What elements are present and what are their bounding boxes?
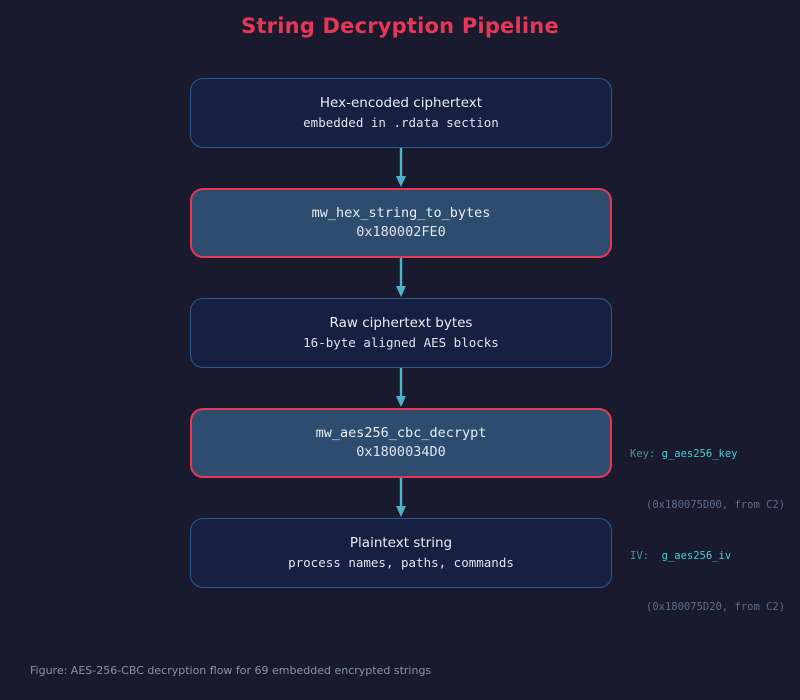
node-primary-label: Raw ciphertext bytes	[329, 315, 473, 331]
node-primary-label: Hex-encoded ciphertext	[319, 95, 483, 111]
annotation-key-label: Key:	[630, 448, 656, 460]
flow-arrow-1	[396, 148, 406, 187]
annotation-iv-row: IV: g_aes256_iv	[630, 548, 785, 565]
flow-arrow-4	[396, 478, 406, 517]
flow-node-hex-encoded-ciphertext: Hex-encoded ciphertext embedded in .rdat…	[190, 78, 612, 148]
page-title: String Decryption Pipeline	[241, 14, 559, 38]
node-primary-label: Plaintext string	[349, 535, 453, 551]
annotation-iv-label: IV:	[630, 550, 649, 562]
figure-caption: Figure: AES-256-CBC decryption flow for …	[30, 664, 432, 677]
flow-arrow-2	[396, 258, 406, 297]
node-secondary-label: 16-byte aligned AES blocks	[303, 335, 499, 350]
annotation-key-value: g_aes256_key	[661, 448, 738, 460]
flow-node-mw-hex-string-to-bytes: mw_hex_string_to_bytes 0x180002FE0	[190, 188, 612, 258]
node-secondary-label: embedded in .rdata section	[303, 115, 499, 130]
key-iv-annotation: Key: g_aes256_key (0x180075D00, from C2)…	[630, 412, 785, 633]
flow-node-raw-ciphertext-bytes: Raw ciphertext bytes 16-byte aligned AES…	[190, 298, 612, 368]
flow-node-plaintext-string: Plaintext string process names, paths, c…	[190, 518, 612, 588]
flow-node-mw-aes256-cbc-decrypt: mw_aes256_cbc_decrypt 0x1800034D0	[190, 408, 612, 478]
node-secondary-label: 0x180002FE0	[356, 224, 446, 240]
annotation-key-address: (0x180075D00, from C2)	[646, 499, 786, 511]
flow-arrow-3	[396, 368, 406, 407]
node-secondary-label: 0x1800034D0	[356, 444, 446, 460]
annotation-iv-address: (0x180075D20, from C2)	[646, 601, 786, 613]
annotation-key-row: Key: g_aes256_key	[630, 446, 785, 463]
node-primary-label: mw_aes256_cbc_decrypt	[315, 425, 487, 441]
annotation-iv-value: g_aes256_iv	[661, 550, 732, 562]
node-primary-label: mw_hex_string_to_bytes	[311, 205, 491, 221]
node-secondary-label: process names, paths, commands	[288, 555, 514, 570]
